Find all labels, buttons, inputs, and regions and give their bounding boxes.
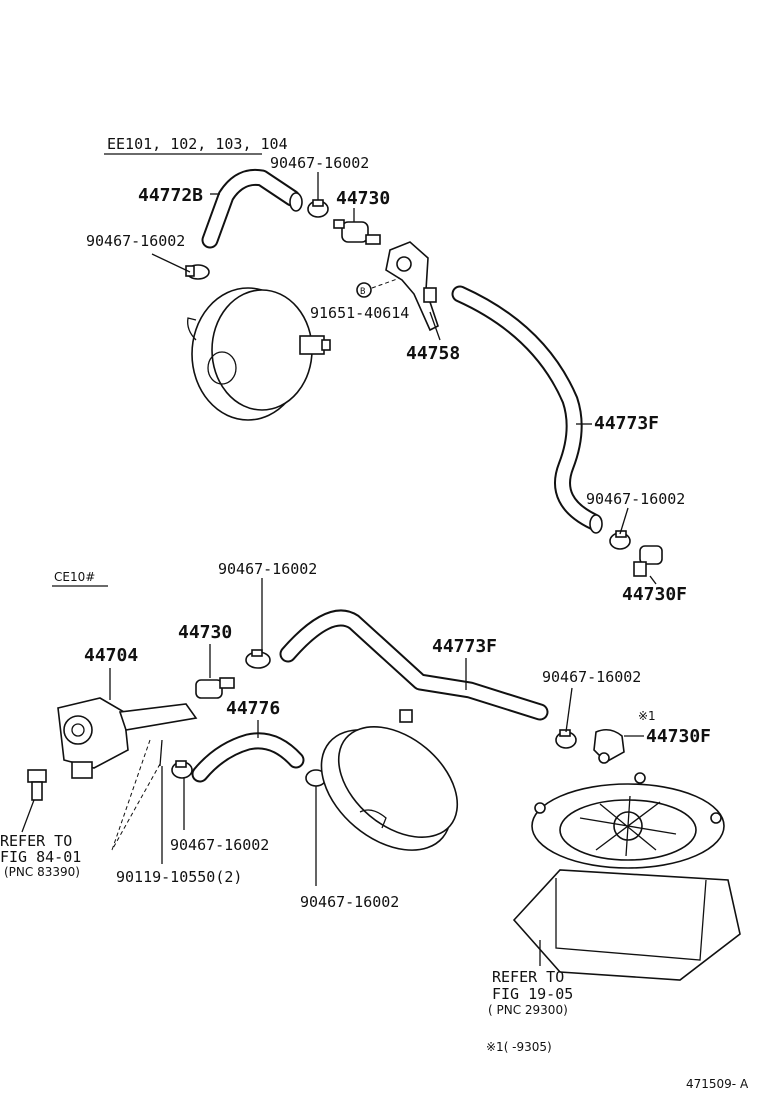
hose-44776 bbox=[191, 732, 305, 783]
sensor-44704 bbox=[57, 697, 198, 779]
top-model-label: EE101, 102, 103, 104 bbox=[107, 135, 288, 153]
label-bottom-clamp-a: 90467-16002 bbox=[218, 560, 317, 578]
refer-b-line3: ( PNC 29300) bbox=[488, 1003, 568, 1017]
label-note-mark: ※1 bbox=[638, 709, 656, 723]
hose-44772b bbox=[201, 168, 303, 249]
label-bottom-valve: 44730 bbox=[178, 622, 232, 643]
label-top-bolt: 91651-40614 bbox=[310, 304, 409, 322]
label-top-valve: 44730 bbox=[336, 188, 390, 209]
valve-44730-bottom bbox=[195, 677, 235, 699]
refer-a-line3: (PNC 83390) bbox=[4, 865, 80, 879]
label-bottom-hose-f: 44773F bbox=[432, 636, 497, 657]
refer-b-line2: FIG 19-05 bbox=[492, 985, 573, 1003]
label-top-clamp-a: 90467-16002 bbox=[270, 154, 369, 172]
refer-a-dash-1 bbox=[111, 739, 151, 851]
leader bbox=[619, 507, 629, 535]
label-screw: 90119-10550(2) bbox=[116, 868, 242, 886]
top-section: EE101, 102, 103, 104 bbox=[86, 135, 687, 605]
marker-b-label: B bbox=[360, 287, 365, 297]
refer-b-line1: REFER TO bbox=[492, 968, 564, 986]
leader bbox=[21, 799, 35, 833]
leader bbox=[429, 311, 441, 341]
vacuum-pump bbox=[512, 772, 741, 981]
leader bbox=[151, 253, 191, 273]
marker-b-circle bbox=[356, 282, 372, 298]
label-top-clamp-c: 90467-16002 bbox=[586, 490, 685, 508]
label-top-clamp-b: 90467-16002 bbox=[86, 232, 185, 250]
hose-44773f-bottom bbox=[279, 609, 549, 721]
leader bbox=[565, 687, 573, 733]
switch-left bbox=[27, 769, 47, 801]
label-hose-44776: 44776 bbox=[226, 698, 280, 719]
footnote: ※1( -9305) bbox=[486, 1040, 552, 1054]
valve-44730-top bbox=[333, 219, 381, 245]
label-bottom-valve-f: 44730F bbox=[646, 726, 711, 747]
clamp-top-1 bbox=[307, 199, 329, 218]
label-top-valve-f: 44730F bbox=[622, 584, 687, 605]
clamp-bottom-4 bbox=[555, 729, 577, 749]
leader bbox=[649, 575, 657, 585]
bottom-section: CE10# bbox=[0, 560, 749, 1091]
valve-44730f-top bbox=[633, 545, 663, 577]
label-top-hose-f: 44773F bbox=[594, 413, 659, 434]
marker-b-leader bbox=[371, 277, 401, 289]
label-hose-44772b: 44772B bbox=[138, 185, 203, 206]
brake-booster-top bbox=[187, 287, 331, 421]
refer-a-line2: FIG 84-01 bbox=[0, 848, 81, 866]
clamp-top-2 bbox=[185, 264, 210, 280]
bracket-44758 bbox=[385, 241, 439, 332]
label-sensor-44704: 44704 bbox=[84, 645, 138, 666]
refer-a-line1: REFER TO bbox=[0, 832, 72, 850]
refer-a-dash-2 bbox=[111, 763, 161, 851]
screw-90119 bbox=[159, 739, 163, 767]
clamp-bottom-2 bbox=[171, 760, 193, 779]
figure-id: 471509- A bbox=[686, 1077, 749, 1091]
bottom-model-label: CE10# bbox=[54, 570, 95, 584]
label-top-bracket: 44758 bbox=[406, 343, 460, 364]
label-bottom-clamp-b: 90467-16002 bbox=[542, 668, 641, 686]
label-bottom-clamp-e: 90467-16002 bbox=[300, 893, 399, 911]
hose-44773f-top bbox=[451, 285, 603, 534]
clamp-bottom-1 bbox=[245, 649, 271, 669]
valve-44730f-bottom bbox=[593, 728, 625, 764]
label-bottom-clamp-c: 90467-16002 bbox=[170, 836, 269, 854]
brake-booster-bottom bbox=[320, 709, 459, 851]
